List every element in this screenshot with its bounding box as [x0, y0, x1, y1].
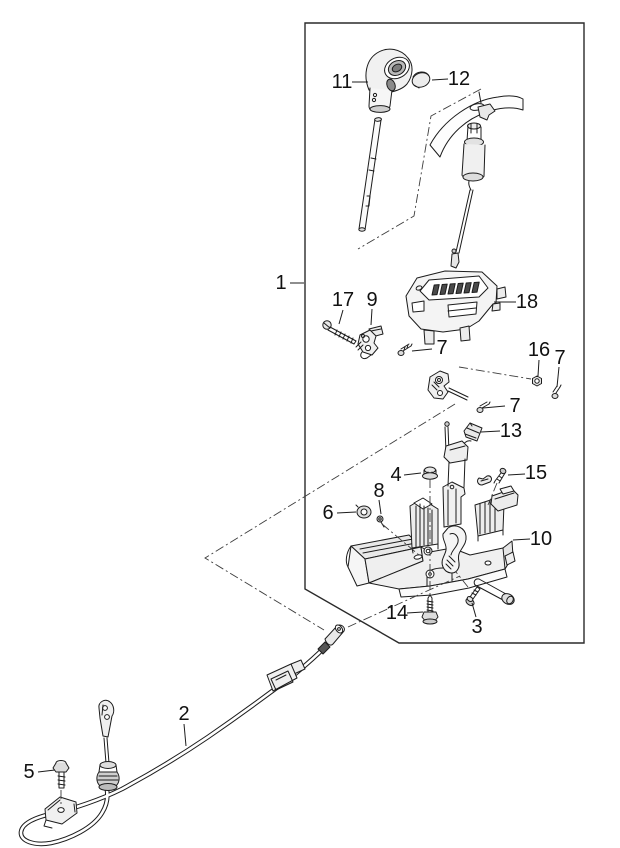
part-number-label-3-2: 3	[471, 616, 482, 638]
small-screw-c-drawing	[476, 401, 491, 413]
part-number-label-16-17: 16	[528, 339, 550, 361]
leader-line-14	[406, 611, 424, 614]
leader-line-15	[507, 473, 526, 476]
leader-line-2	[183, 723, 187, 747]
leader-line-8	[378, 499, 382, 515]
shift-lever-rod-drawing	[358, 117, 382, 232]
small-screw-a-drawing	[397, 343, 413, 356]
leader-line-3	[471, 602, 477, 618]
long-bolt-drawing	[322, 320, 357, 345]
part-number-label-7-7: 7	[554, 347, 565, 369]
switch-wire-drawing	[444, 421, 483, 457]
part-number-label-7-6: 7	[436, 337, 447, 359]
bracket-bolt-drawing	[52, 760, 70, 789]
leader-line-4	[403, 472, 422, 476]
grommet-drawing	[355, 504, 372, 519]
part-number-label-11-12: 11	[332, 71, 353, 93]
part-number-label-6-5: 6	[322, 502, 333, 524]
part-number-label-15-16: 15	[525, 462, 547, 484]
roll-pin-drawing	[473, 578, 515, 605]
leader-line-5	[37, 769, 56, 773]
part-drawings	[18, 48, 562, 847]
part-number-label-2-1: 2	[178, 703, 189, 725]
console-cover-drawing	[429, 91, 524, 158]
boundary-box	[304, 22, 585, 644]
part-number-label-5-4: 5	[23, 761, 34, 783]
knob-button-drawing	[411, 71, 431, 89]
shifter-base-bracket-drawing	[345, 440, 519, 598]
part-number-label-4-3: 4	[390, 464, 401, 486]
pawl-bracket-drawing	[355, 325, 384, 359]
part-number-label-12-13: 12	[448, 68, 470, 90]
leader-line-7	[556, 366, 560, 388]
shift-knob-drawing	[365, 48, 413, 113]
lever-upper-assembly-drawing	[450, 122, 486, 269]
part-number-label-14-15: 14	[386, 602, 408, 624]
part-number-label-1-0: 1	[275, 272, 286, 294]
screw-and-clip-drawing	[477, 467, 507, 486]
leader-line-12	[431, 78, 449, 81]
mount-bolt-drawing	[421, 594, 439, 625]
leader-line-13	[480, 430, 501, 433]
part-number-label-7-8: 7	[509, 395, 520, 417]
cable-nut-drawing	[532, 375, 542, 387]
leader-line-16	[537, 359, 540, 377]
part-number-label-8-9: 8	[373, 480, 384, 502]
leader-line-6	[336, 511, 357, 514]
leader-line-7	[482, 405, 506, 409]
part-number-label-9-10: 9	[366, 289, 377, 311]
leader-line-9	[370, 308, 373, 326]
leader-line-17	[338, 309, 344, 325]
leader-line-10	[512, 538, 531, 541]
part-number-label-10-11: 10	[530, 528, 552, 550]
part-number-label-18-19: 18	[516, 291, 538, 313]
phantom-lines	[60, 88, 532, 806]
part-number-label-17-18: 17	[332, 289, 354, 311]
flange-nut-drawing	[422, 466, 438, 480]
small-screw-b-drawing	[551, 384, 562, 399]
indicator-housing-drawing	[405, 270, 507, 345]
detent-lever-drawing	[427, 370, 469, 401]
part-number-label-13-14: 13	[500, 420, 522, 442]
shift-cable-drawing	[18, 624, 345, 847]
leader-line-7	[411, 348, 433, 352]
